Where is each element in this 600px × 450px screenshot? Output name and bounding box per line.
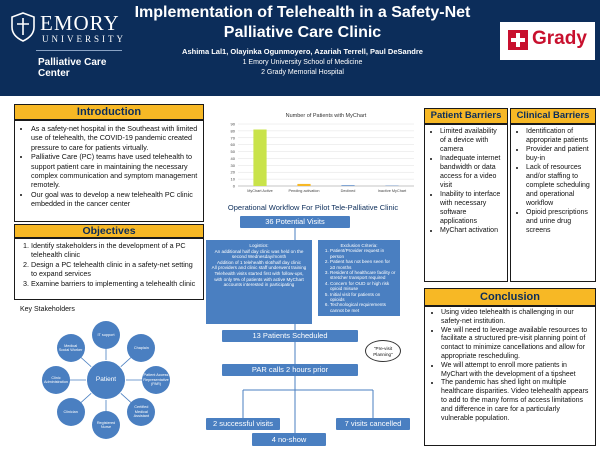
stakeholder-center-node: Patient xyxy=(86,360,126,400)
chart-y-tick-label: 80 xyxy=(231,128,236,133)
introduction-heading: Introduction xyxy=(14,104,204,120)
logistics-item: All providers and clinic staff underwent… xyxy=(211,265,307,271)
patients-scheduled-bar: 13 Patients Scheduled xyxy=(222,330,358,342)
stakeholder-node: Clinic Administration xyxy=(42,366,70,394)
intro-bullet: Our goal was to develop a new telehealth… xyxy=(31,190,199,209)
successful-visits-bar: 2 successful visits xyxy=(206,418,280,430)
objective-item: Identify stakeholders in the development… xyxy=(31,241,199,260)
conclusion-body: Using video telehealth is challenging in… xyxy=(424,306,596,446)
grady-logo: Grady xyxy=(500,22,595,60)
objectives-heading: Objectives xyxy=(14,224,204,238)
exclusion-title: Exclusion Criteria: xyxy=(340,243,378,248)
chart-x-tick-label: Declined xyxy=(341,189,356,193)
logistics-item: Addition of 1 telehealth slot/half day c… xyxy=(216,259,301,265)
exclusion-item: Patient/Provider request in person xyxy=(330,248,396,259)
conclusion-bullet: Using video telehealth is challenging in… xyxy=(441,309,591,327)
patient-barrier-item: MyChart activation xyxy=(440,226,504,235)
stakeholder-node: IT support xyxy=(92,321,120,349)
stakeholder-node: Patient Access Representative (PAR) xyxy=(142,366,170,394)
chart-bar xyxy=(297,183,311,186)
chart-x-tick-label: Pending activation xyxy=(288,189,319,193)
chart-x-tick-label: MyChart Active xyxy=(247,189,273,193)
chart-y-tick-label: 20 xyxy=(231,170,236,175)
chart-y-tick-label: 50 xyxy=(231,149,236,154)
emory-logo: EMORY UNIVERSITY Palliative Care Center xyxy=(6,6,123,79)
clinical-barrier-item: Opioid prescriptions and urine drug scre… xyxy=(526,208,592,235)
objective-item: Design a PC telehealth clinic in a safet… xyxy=(31,260,199,279)
intro-bullet: Palliative Care (PC) teams have used tel… xyxy=(31,152,199,190)
conclusion-bullet: We will attempt to enroll more patients … xyxy=(441,362,591,380)
patient-barrier-item: Inadequate internet bandwidth or data ac… xyxy=(440,154,504,190)
stakeholder-node: Registered Nurse xyxy=(92,411,120,439)
logistics-item: An additional half day clinic was held o… xyxy=(214,248,304,260)
no-show-bar: 4 no-show xyxy=(252,433,326,446)
cancelled-visits-bar: 7 visits cancelled xyxy=(336,418,410,430)
patient-barrier-item: Inability to interface with necessary so… xyxy=(440,190,504,226)
chart-y-tick-label: 10 xyxy=(231,177,236,182)
patient-barrier-item: Limited availability of a device with ca… xyxy=(440,127,504,154)
affiliation-grady: 2 Grady Memorial Hospital xyxy=(261,69,344,76)
stakeholder-node: Clinician xyxy=(56,397,85,426)
clinical-barrier-item: Provider and patient buy-in xyxy=(526,145,592,163)
chart-bar xyxy=(341,185,355,186)
affiliation-emory: 1 Emory University School of Medicine xyxy=(242,59,363,66)
chart-bar xyxy=(385,185,399,186)
logistics-box: Logistics: An additional half day clinic… xyxy=(206,240,312,324)
chart-bar xyxy=(253,129,267,186)
conclusion-heading: Conclusion xyxy=(424,288,596,306)
mychart-bar-chart: Number of Patients with MyChart 0 10 20 30 40… xyxy=(210,108,422,198)
poster-title: Implementation of Telehealth in a Safety… xyxy=(134,4,471,41)
emory-wordmark: EMORY xyxy=(40,11,120,35)
patient-barriers-heading: Patient Barriers xyxy=(424,108,508,124)
clinical-barrier-item: Lack of resources and/or staffing to com… xyxy=(526,163,592,208)
objective-item: Examine barriers to implementing a teleh… xyxy=(31,279,199,288)
logistics-title: Logistics: xyxy=(249,243,269,248)
chart-x-tick-label: Inactive MyChart xyxy=(378,189,407,193)
grady-wordmark: Grady xyxy=(532,28,587,49)
intro-bullet: As a safety-net hospital in the Southeas… xyxy=(31,124,199,152)
stakeholders-title: Key Stakeholders xyxy=(20,306,75,313)
logo-divider xyxy=(36,50,122,51)
emory-shield-icon xyxy=(11,12,35,42)
exclusion-criteria-box: Exclusion Criteria: Patient/Provider req… xyxy=(318,240,400,316)
stakeholder-node: Certified Medical Assistant xyxy=(127,397,156,426)
exclusion-item: Resident of healthcare facility or stret… xyxy=(330,270,396,281)
chart-y-tick-label: 40 xyxy=(231,156,236,161)
exclusion-item: Concern for OUD or high risk opioid misu… xyxy=(330,281,396,292)
workflow-title: Operational Workflow For Pilot Tele-Pall… xyxy=(227,203,399,212)
potential-visits-bar: 36 Potential Visits xyxy=(240,216,350,228)
chart-y-tick-label: 60 xyxy=(231,142,236,147)
stakeholder-node: Medical Social Worker xyxy=(56,334,85,363)
chart-y-tick-label: 0 xyxy=(233,184,236,189)
workflow-connectors xyxy=(242,228,374,433)
clinical-barriers-heading: Clinical Barriers xyxy=(510,108,596,124)
chart-y-tick-label: 70 xyxy=(231,135,236,140)
palliative-care-center-label: Palliative Care Center xyxy=(38,57,107,79)
header-banner: EMORY UNIVERSITY Palliative Care Center … xyxy=(0,0,600,96)
exclusion-item: Technological requirements cannot be met xyxy=(330,302,396,313)
chart-svg: Number of Patients with MyChart 0 10 20 30 40… xyxy=(231,113,414,193)
introduction-body: As a safety-net hospital in the Southeas… xyxy=(14,120,204,222)
pre-visit-planning-oval: "Pre-visit Planning" xyxy=(365,340,401,362)
emory-university-label: UNIVERSITY xyxy=(42,34,126,44)
clinical-barrier-item: Identification of appropriate patients xyxy=(526,127,592,145)
clinical-barriers-body: Identification of appropriate patients P… xyxy=(510,124,596,282)
chart-title: Number of Patients with MyChart xyxy=(286,113,367,119)
objectives-body: Identify stakeholders in the development… xyxy=(14,238,204,300)
poster-authors: Ashima Lal1, Olayinka Ogunmoyero, Azaria… xyxy=(182,47,423,56)
exclusion-item: Patient has not been seen for ≥3 months xyxy=(330,259,396,270)
exclusion-item: Initial visit for patients on opioids xyxy=(330,292,396,303)
chart-y-tick-label: 30 xyxy=(231,163,236,168)
patient-barriers-body: Limited availability of a device with ca… xyxy=(424,124,508,282)
conclusion-bullet: The pandemic has shed light on multiple … xyxy=(441,379,591,423)
stakeholder-node: Chaplain xyxy=(127,334,156,363)
conclusion-bullet: We will need to leverage available resou… xyxy=(441,327,591,362)
grady-cross-icon xyxy=(508,30,528,50)
par-calls-bar: PAR calls 2 hours prior xyxy=(222,364,358,376)
chart-y-tick-label: 90 xyxy=(231,122,236,127)
logistics-item: Telehealth visits started first with fol… xyxy=(214,270,304,288)
